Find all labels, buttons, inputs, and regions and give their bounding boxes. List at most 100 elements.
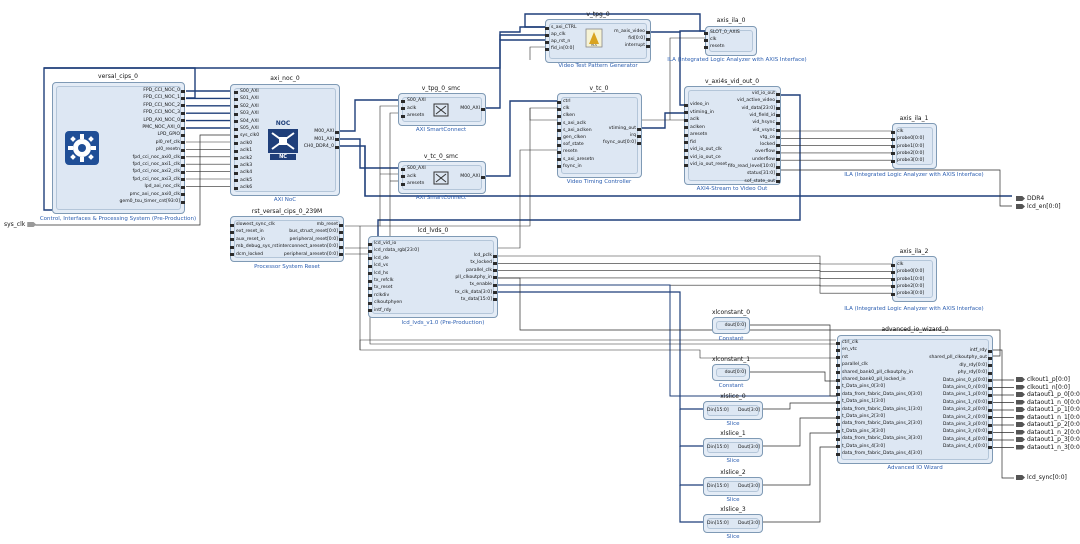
tc-ports-pin-9[interactable]: fsync_in: [563, 163, 582, 169]
lcd-ports-pin-1[interactable]: tx_locked: [470, 260, 492, 266]
cips-ports-pin-9[interactable]: fpd_cci_noc_axi0_clk: [132, 154, 180, 160]
vidout-ports-pin-1[interactable]: vid_active_video: [736, 98, 775, 104]
ila0-ports-pin-1[interactable]: clk: [710, 37, 717, 42]
lcd-ports-pin-7[interactable]: rclkdiv: [374, 292, 390, 298]
vidout-ports-pin-0[interactable]: video_in: [690, 102, 710, 107]
ila1-ports-pin-0[interactable]: clk: [897, 129, 904, 134]
tc-ports-pin-0[interactable]: ctrl: [563, 99, 571, 104]
noc-ports-pin-11[interactable]: aclk4: [240, 170, 253, 176]
aio-ports-pin-1[interactable]: en_vtc: [842, 347, 858, 353]
cips-ports-pin-0[interactable]: FPD_CCI_NOC_0: [143, 88, 180, 93]
tcsmc-ports-pin-0[interactable]: M00_AXI: [460, 174, 480, 179]
aio-ports-pin-10[interactable]: Data_pins_3_p[0:0]: [942, 422, 987, 427]
aio-ports-pin-1[interactable]: shared_pll_clkoutphy_out: [929, 355, 987, 361]
lcd-ports-pin-3[interactable]: lcd_vs: [374, 263, 389, 269]
vidout-ports-pin-11[interactable]: status[31:0]: [746, 171, 775, 177]
lcd-ports-pin-9[interactable]: intf_rdy: [374, 307, 392, 313]
vidout-ports-pin-2[interactable]: vid_data[23:0]: [741, 105, 775, 111]
lvds-out-port-3[interactable]: dataout1_n_0[0:0]: [1014, 399, 1080, 407]
lcd-sync-port[interactable]: lcd_sync[0:0]: [1014, 474, 1067, 482]
v-tc-block[interactable]: [557, 93, 642, 178]
vidout-ports-pin-3[interactable]: aclken: [690, 124, 705, 130]
lcd-ports-pin-5[interactable]: tx_refclk: [374, 278, 394, 283]
tpg-ports-pin-0[interactable]: m_axis_video: [614, 29, 645, 34]
ila2-ports-pin-4[interactable]: probe3[0:0]: [897, 291, 925, 297]
lcd-ports-pin-6[interactable]: tx_reset: [374, 285, 393, 291]
noc-ports-pin-10[interactable]: aclk3: [240, 163, 253, 168]
aio-ports-pin-7[interactable]: Data_pins_1_n[0:0]: [942, 399, 987, 405]
noc-ports-pin-2[interactable]: S02_AXI: [240, 103, 259, 109]
lcd-ports-pin-8[interactable]: clkoutphyen: [374, 300, 403, 306]
lvds-out-port-6[interactable]: dataout1_p_2[0:0]: [1014, 421, 1080, 429]
xlconstant-0-block[interactable]: [712, 317, 750, 334]
rst-ports-pin-2[interactable]: aux_reset_in: [236, 236, 265, 242]
tc-ports-pin-0[interactable]: vtiming_out: [608, 126, 636, 131]
vid-out-block[interactable]: [684, 86, 781, 185]
vidout-ports-pin-6[interactable]: vid_io_out_clk: [690, 147, 722, 152]
lvds-out-port-2[interactable]: dataout1_p_0[0:0]: [1014, 391, 1080, 399]
aio-ports-pin-14[interactable]: t_Data_pins_4[3:0]: [842, 443, 886, 449]
lvds-out-port-1[interactable]: clkout1_n[0:0]: [1014, 384, 1070, 392]
rst-ports-pin-3[interactable]: interconnect_aresetn[0:0]: [278, 244, 338, 250]
v-tpg-smc-block[interactable]: [398, 93, 486, 126]
cips-ports-pin-15[interactable]: gem0_tsu_timer_cnt[93:0]: [119, 199, 180, 204]
cips-ports-pin-4[interactable]: LPD_AXI_NOC_0: [143, 117, 180, 123]
tpgsmc-ports-pin-1[interactable]: aclk: [407, 105, 417, 111]
aio-ports-pin-8[interactable]: t_Data_pins_1[3:0]: [842, 399, 886, 405]
aio-ports-pin-15[interactable]: data_from_fabric_Data_pins_4[3:0]: [842, 451, 922, 456]
rst-ports-pin-0[interactable]: slowest_sync_clk: [236, 222, 275, 227]
tpg-ports-pin-1[interactable]: ap_clk: [551, 32, 566, 37]
v-tpg-block[interactable]: [545, 19, 651, 63]
noc-ports-pin-13[interactable]: aclk6: [240, 185, 253, 191]
cips-ports-pin-10[interactable]: fpd_cci_noc_axi1_clk: [132, 162, 180, 167]
lcd-ports-pin-0[interactable]: lcd_vid_io: [374, 241, 397, 246]
ddr4-port[interactable]: DDR4: [1014, 195, 1044, 203]
tpgsmc-ports-pin-2[interactable]: aresetn: [407, 113, 425, 119]
lcd-ports-pin-6[interactable]: tx_data[15:0]: [460, 296, 492, 302]
ila1-ports-pin-3[interactable]: probe2[0:0]: [897, 150, 925, 156]
tpg-ports-pin-2[interactable]: ap_rst_n: [551, 39, 571, 44]
aio-ports-pin-13[interactable]: data_from_fabric_Data_pins_3[3:0]: [842, 436, 922, 442]
xlslice-0-block[interactable]: [703, 401, 763, 420]
vidout-ports-pin-9[interactable]: underflow: [752, 156, 775, 162]
tcsmc-ports-pin-2[interactable]: aresetn: [407, 181, 425, 187]
aio-ports-pin-12[interactable]: Data_pins_4_p[0:0]: [942, 436, 987, 442]
tc-ports-pin-2[interactable]: clken: [563, 113, 576, 119]
cips-ports-pin-12[interactable]: fpd_cci_noc_axi3_clk: [132, 176, 180, 182]
lvds-out-port-9[interactable]: dataout1_n_3[0:0]: [1014, 444, 1080, 452]
lvds-out-port-0[interactable]: clkout1_p[0:0]: [1014, 376, 1070, 384]
tc-ports-pin-3[interactable]: s_axi_aclk: [563, 120, 587, 126]
lcd-ports-pin-3[interactable]: pll_clkoutphy_in: [455, 274, 492, 280]
tc-ports-pin-6[interactable]: sof_state: [563, 142, 584, 148]
vidout-ports-pin-7[interactable]: vid_io_out_ce: [690, 154, 721, 160]
tpg-ports-pin-3[interactable]: fid_in[0:0]: [551, 46, 575, 51]
aio-ports-pin-12[interactable]: t_Data_pins_3[3:0]: [842, 428, 886, 434]
vidout-ports-pin-8[interactable]: vid_io_out_reset: [690, 162, 728, 167]
tc-ports-pin-1[interactable]: clk: [563, 106, 570, 112]
noc-ports-pin-8[interactable]: aclk1: [240, 148, 253, 154]
vidout-ports-pin-10[interactable]: fifo_read_level[10:0]: [727, 164, 775, 169]
lcd-ports-pin-5[interactable]: tx_clk_data[3:0]: [455, 289, 492, 295]
ila2-ports-pin-3[interactable]: probe2[0:0]: [897, 283, 925, 289]
tpgsmc-ports-pin-0[interactable]: M00_AXI: [460, 106, 480, 111]
aio-ports-pin-11[interactable]: data_from_fabric_Data_pins_2[3:0]: [842, 421, 922, 427]
noc-ports-pin-1[interactable]: M01_AXI: [314, 136, 334, 142]
advanced-io-wizard-block[interactable]: [837, 335, 993, 464]
axis-ila-2-block[interactable]: [892, 256, 937, 302]
vidout-ports-pin-7[interactable]: locked: [760, 142, 775, 148]
proc-sys-reset-block[interactable]: [230, 216, 344, 262]
lvds-out-port-8[interactable]: dataout1_p_3[0:0]: [1014, 436, 1080, 444]
tpg-ports-pin-1[interactable]: fid[0:0]: [628, 36, 645, 41]
aio-ports-pin-3[interactable]: parallel_clk: [842, 362, 868, 368]
xlslice-2-block[interactable]: [703, 477, 763, 496]
aio-ports-pin-10[interactable]: t_Data_pins_2[3:0]: [842, 414, 886, 419]
vidout-ports-pin-4[interactable]: aresetn: [690, 132, 708, 137]
cips-ports-pin-5[interactable]: PMC_NOC_AXI_0: [142, 125, 180, 130]
aio-ports-pin-0[interactable]: intf_rdy: [969, 348, 987, 353]
ila0-ports-pin-0[interactable]: SLOT_0_AXIS: [710, 30, 740, 35]
aio-ports-pin-3[interactable]: phy_rdy[0:0]: [957, 370, 987, 376]
vidout-ports-pin-3[interactable]: vid_field_id: [749, 112, 775, 118]
vidout-ports-pin-8[interactable]: overflow: [755, 149, 775, 155]
xlconstant-1-block[interactable]: [712, 364, 750, 381]
aio-ports-pin-13[interactable]: Data_pins_4_n[0:0]: [942, 444, 987, 450]
